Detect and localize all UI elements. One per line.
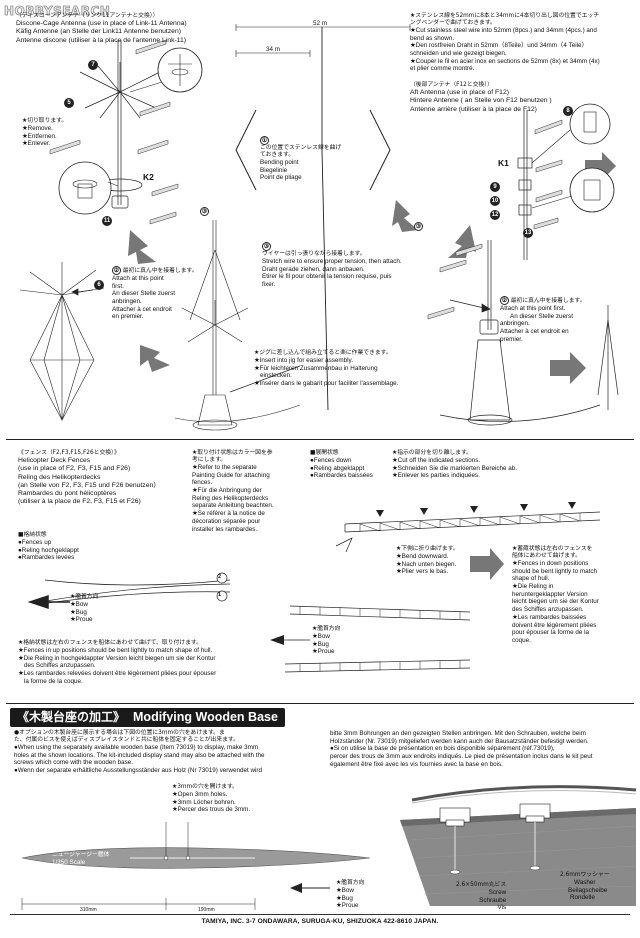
step-3-circle-right: ③	[414, 222, 423, 231]
cut-wire-note: ★ステンレス線を52mmに8本と34mmに4本切り出し図の位置でエッチ ングベン…	[410, 13, 600, 73]
wooden-base-left-text: ●オプションの木製台座に展示する場合は下図の位置に3mmの穴をあけます。ま た、…	[14, 730, 265, 775]
washer-label: 2.6mmワッシャー Washer Beilagscheibe Rondelle	[560, 872, 610, 902]
discone-title: （ディスコーンアンテナ（リンク11アンテナと交換）） Discone-Cage …	[16, 13, 187, 44]
watermark-logo: HOBBYSEARCH	[4, 4, 111, 19]
fences-up-bend-note: ★格納状態は左右のフェンスを船体にあわせて曲げて、取り付けます。 ★Fences…	[18, 640, 217, 685]
callout-1: 1	[218, 592, 222, 598]
part-6-badge: 6	[94, 280, 104, 290]
hull-label: ニュージャージー艦体 1/350 Scale New Jersey Hull	[52, 852, 110, 874]
wooden-base-heading: 《木製台座の加工》Modifying Wooden Base	[10, 708, 285, 728]
tension-note: ③ ワイヤーは引っ張りながら接着します。 Stretch wire to ens…	[262, 242, 402, 289]
k1-label: K1	[498, 158, 509, 168]
attach-first-right: ② 最初に真ん中を接着します。 Attach at this point fir…	[500, 296, 586, 343]
painting-guide-note: ★取り付け状態はカラー図を参 考にします。 ★Refer to the sepa…	[192, 450, 274, 533]
screw-label: 2.6×50mm丸ビス Screw Schraube Vis	[456, 882, 507, 912]
fences-down-bend-note: ★蓄蔵状態は左右のフェンスを 船体にあわせて曲げます。 ★Fences in d…	[512, 546, 599, 644]
footer-address: TAMIYA, INC. 3-7 ONDAWARA, SURUGA-KU, SH…	[201, 918, 439, 925]
bow-direction-a: ★艦首方向 ★Bow ★Bug ★Proue	[70, 594, 99, 624]
cut-sections-note: ★指示の部分を切り離します。 ★Cut off the indicated se…	[392, 450, 518, 480]
footer-divider	[10, 914, 630, 915]
antenna-section	[6, 10, 634, 440]
dim-34mm: 34 m	[266, 46, 280, 53]
fences-down-label: ■展開状態 ●Fences down ●Reling abgeklappt ●R…	[310, 450, 373, 480]
part-9-badge: 9	[490, 182, 500, 192]
dim-310mm: 310mm	[80, 907, 97, 913]
k2-label: K2	[143, 172, 154, 182]
part-5-badge: 5	[64, 98, 74, 108]
bend-downward-note: ★下側に折り曲げます。 ★Bend downward. ★Nach unten …	[396, 546, 459, 576]
fence-line-art	[27, 502, 601, 673]
dim-190mm: 190mm	[198, 907, 215, 913]
open-holes-note: ★3mmの穴を開けます。 ★Open 3mm holes. ★3mm Löche…	[172, 784, 251, 814]
part-7-badge: 7	[88, 60, 98, 70]
bow-direction-b: ★艦首方向 ★Bow ★Bug ★Proue	[312, 626, 341, 656]
attach-first-left: ② 最初に真ん中を接着します。 Attach at this point fir…	[112, 266, 198, 321]
part-10-badge: 10	[490, 196, 500, 206]
step-3-circle-left: ③	[200, 207, 209, 216]
fences-up-label: ■格納状態 ●Fences up ●Reling hochgeklappt ●R…	[18, 532, 79, 562]
callout-2: 2	[218, 574, 222, 580]
part-11-badge: 11	[102, 216, 112, 226]
bow-direction-base: ★艦首方向 ★Bow ★Bug ★Proue	[336, 880, 365, 910]
wooden-base-right-text: bitte 3mm Bohrungen an den gezeigten Ste…	[330, 730, 593, 768]
fence-title: 《フェンス（F2,F3,F15,F26と交換）》 Helicopter Deck…	[18, 450, 161, 506]
aft-antenna-title: （後部アンテナ（F12と交換）） Aft Antenna (use in pla…	[410, 82, 552, 113]
bending-point-note: ① この位置でステンレス線を曲げ ておきます。 Bending point Bi…	[260, 136, 342, 182]
part-8-badge: 8	[563, 106, 573, 116]
part-12-badge: 12	[490, 210, 500, 220]
part-13-badge: 13	[523, 228, 533, 238]
antenna-line-art	[19, 24, 619, 431]
remove-note: ★切り取ります。 ★Remove. ★Entfernen. ★Enlever.	[22, 118, 68, 148]
jig-note: ★ジグに差し込んで組み立てると楽に作業できます。 ★Insert into ji…	[254, 350, 399, 388]
dim-52mm: 52 m	[313, 20, 327, 27]
fences-section	[6, 446, 634, 704]
